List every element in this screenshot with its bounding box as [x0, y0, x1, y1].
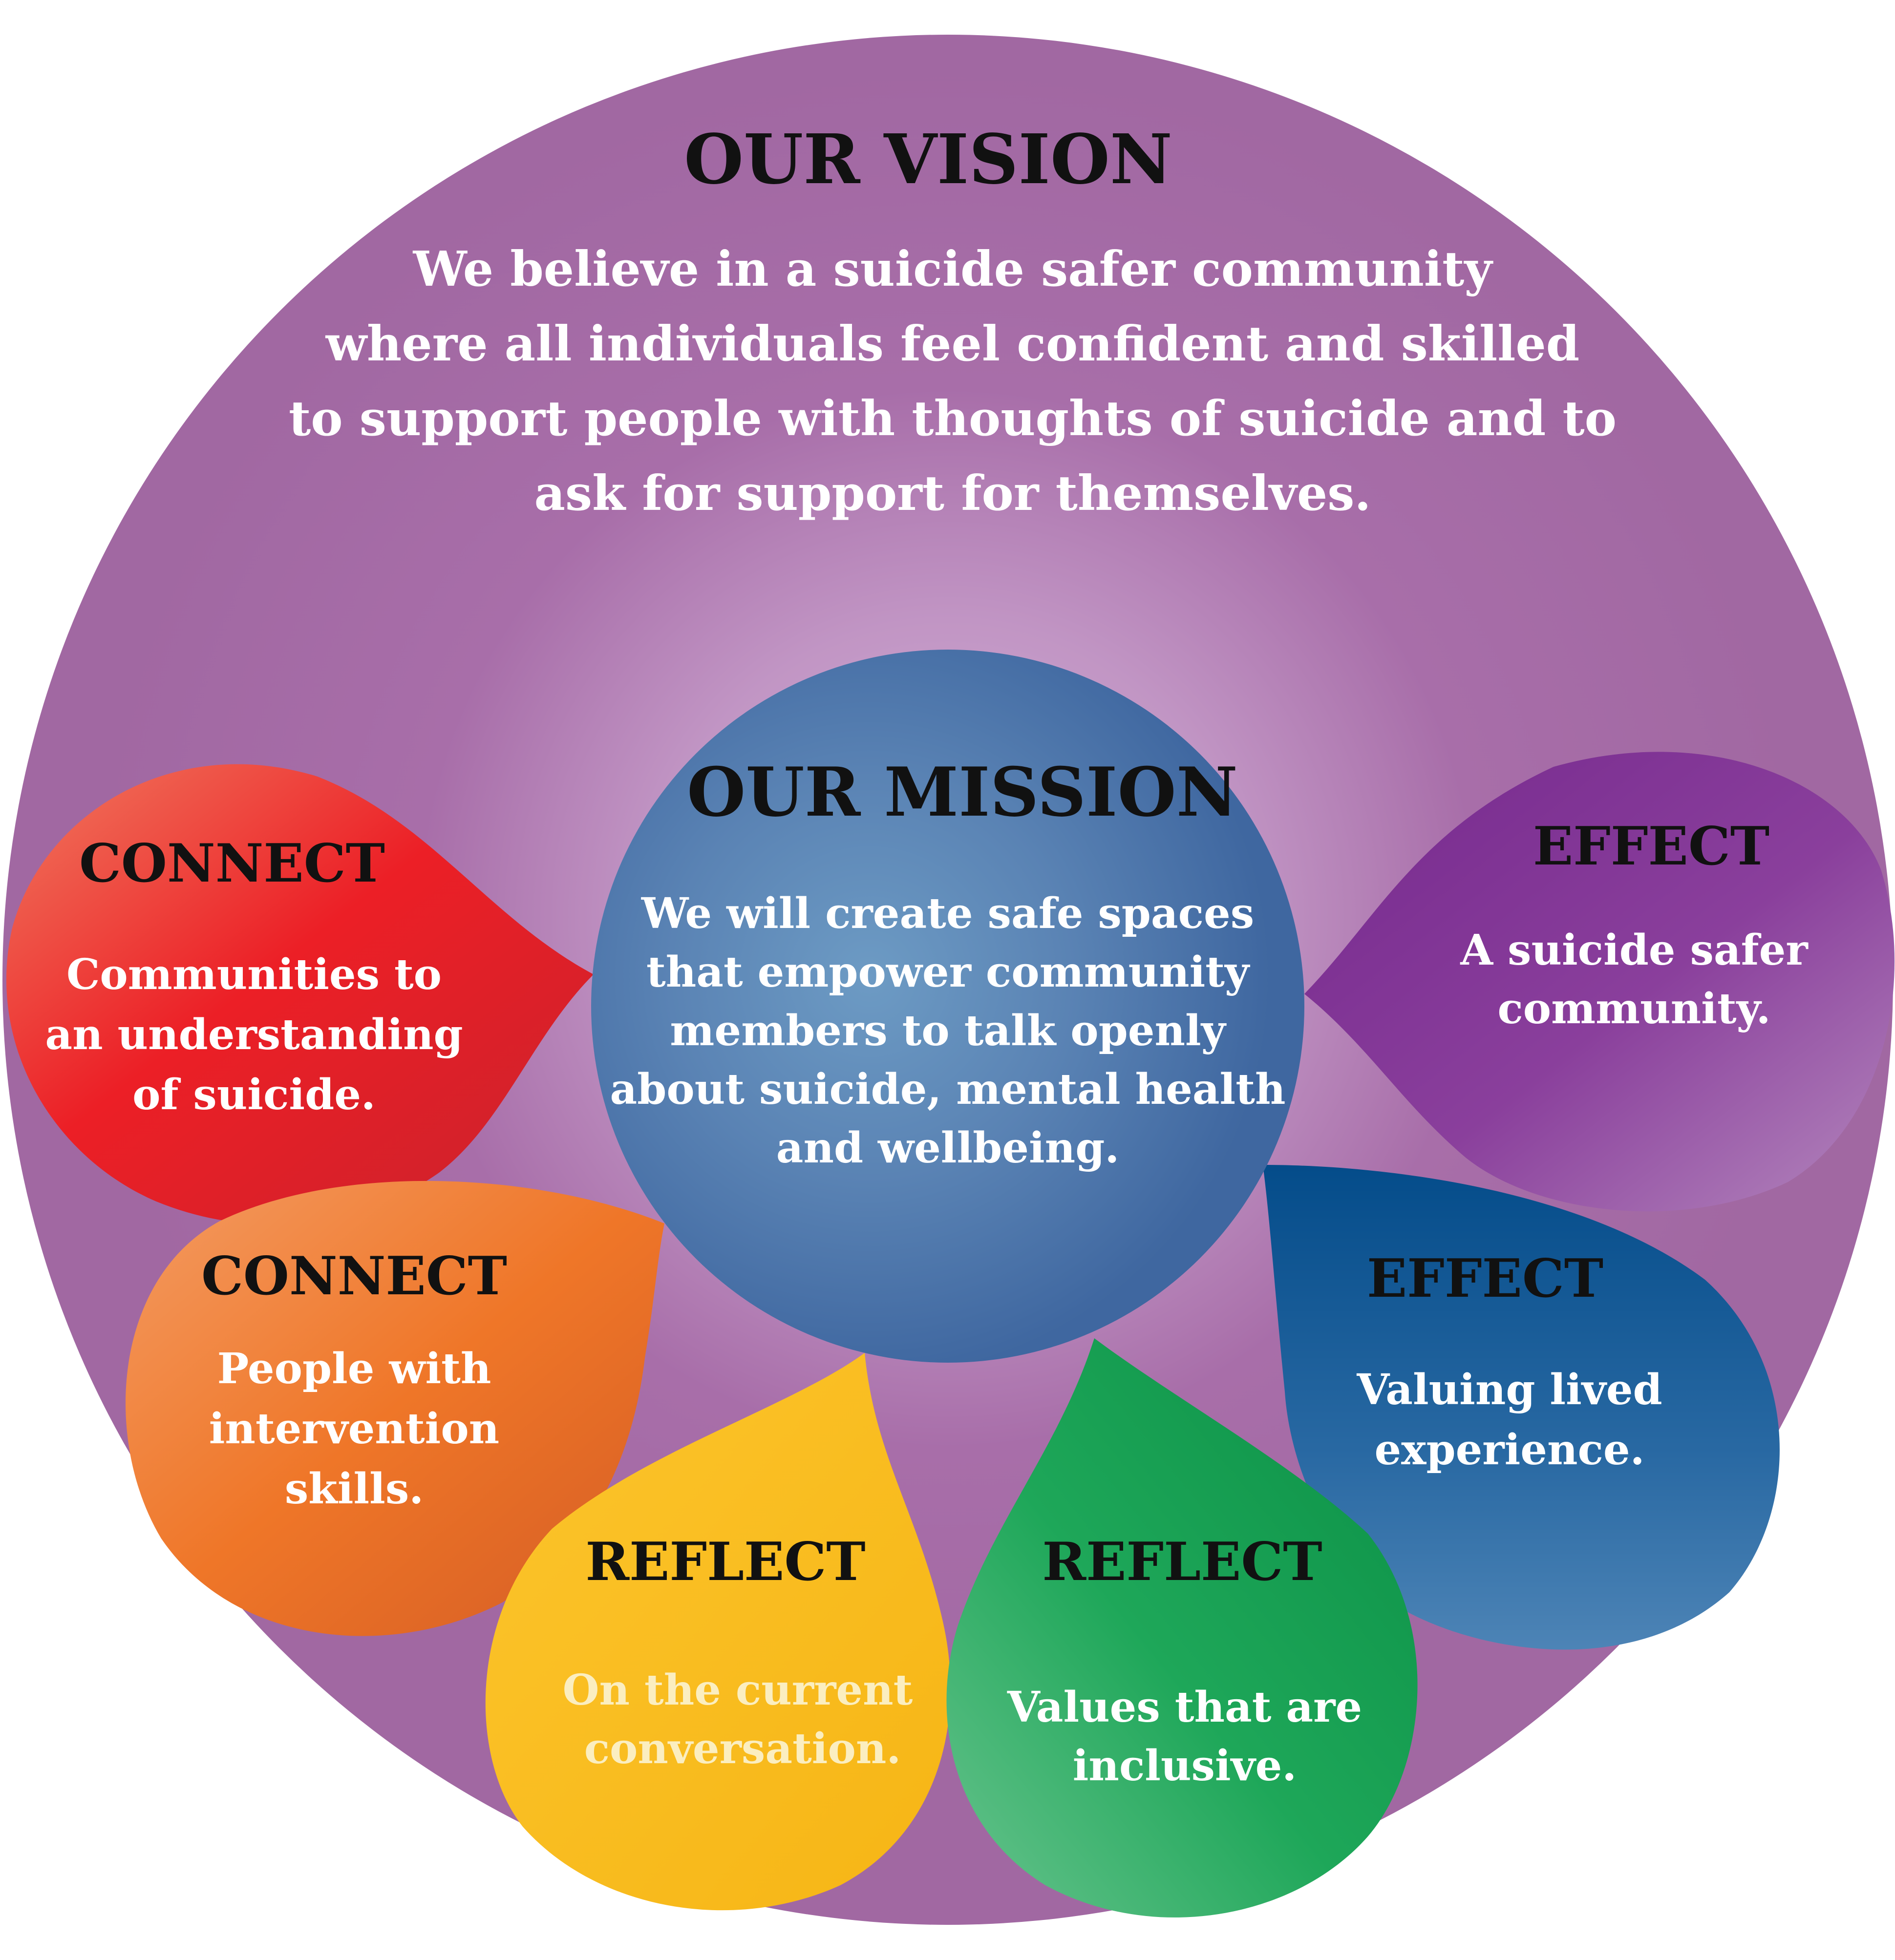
petal-line: skills.: [285, 1464, 424, 1514]
mission-line: members to talk openly: [670, 1006, 1227, 1055]
petal-effect-lived-experience: EFFECT Valuing lived experience.: [1263, 1165, 1780, 1650]
mission-section: OUR MISSION We will create safe spaces t…: [591, 650, 1304, 1363]
petal-line: Valuing lived: [1356, 1365, 1662, 1414]
petal-line: experience.: [1374, 1425, 1644, 1475]
petal-title: CONNECT: [201, 1245, 507, 1307]
petal-title: REFLECT: [585, 1531, 865, 1593]
petal-title: EFFECT: [1533, 816, 1769, 877]
petal-line: People with: [217, 1344, 491, 1393]
mission-line: about suicide, mental health: [610, 1065, 1286, 1114]
petal-shape: [1304, 752, 1895, 1212]
petal-line: community.: [1497, 984, 1770, 1033]
vision-title: OUR VISION: [684, 120, 1172, 200]
petal-title: EFFECT: [1367, 1248, 1603, 1309]
petal-line: conversation.: [584, 1724, 901, 1773]
petal-line: Communities to: [66, 950, 442, 999]
petal-shape: [1263, 1165, 1780, 1650]
petal-line: an understanding: [45, 1010, 463, 1059]
petal-line: of suicide.: [132, 1070, 376, 1119]
petal-reflect-conversation: REFLECT On the current conversation.: [485, 1353, 951, 1911]
petal-connect-communities: CONNECT Communities to an understanding …: [6, 764, 594, 1224]
vision-line: We believe in a suicide safer community: [413, 241, 1494, 297]
petal-reflect-values: REFLECT Values that are inclusive.: [946, 1338, 1418, 1918]
mission-title: OUR MISSION: [687, 752, 1238, 832]
vision-section: OUR VISION We believe in a suicide safer…: [289, 120, 1617, 522]
mission-line: and wellbeing.: [776, 1123, 1120, 1173]
petal-effect-safer-community: EFFECT A suicide safer community.: [1304, 752, 1895, 1212]
petal-line: A suicide safer: [1460, 926, 1809, 975]
petal-line: intervention: [209, 1404, 499, 1454]
petal-title: CONNECT: [79, 833, 385, 894]
petal-line: Values that are: [1007, 1683, 1362, 1732]
petal-connect-people: CONNECT People with intervention skills.: [126, 1180, 664, 1636]
petal-line: On the current: [563, 1665, 913, 1715]
petal-shape: [6, 764, 594, 1224]
petal-shape: [946, 1338, 1418, 1918]
petal-shape: [126, 1180, 664, 1636]
mission-line: We will create safe spaces: [641, 889, 1254, 938]
vision-line: where all individuals feel confident and…: [325, 316, 1580, 372]
mission-circle: [591, 650, 1304, 1363]
petal-shape: [485, 1353, 951, 1911]
vision-line: ask for support for themselves.: [534, 465, 1371, 522]
vision-line: to support people with thoughts of suici…: [289, 391, 1617, 447]
mission-line: that empower community: [646, 948, 1251, 997]
petal-line: inclusive.: [1073, 1741, 1297, 1791]
petal-title: REFLECT: [1042, 1531, 1322, 1593]
